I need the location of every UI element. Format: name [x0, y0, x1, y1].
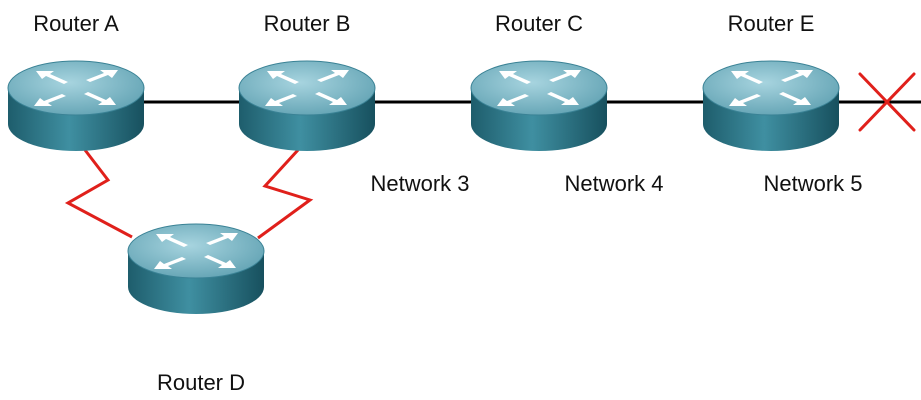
router-a-label: Router A: [33, 11, 119, 36]
router-a-icon: [7, 60, 145, 152]
router-e-icon: [702, 60, 840, 152]
router-e-label: Router E: [728, 11, 815, 36]
serial-links: [64, 148, 314, 240]
serial-link-router-b-router-d: [257, 148, 314, 240]
router-d-label: Router D: [157, 370, 245, 395]
router-c-label: Router C: [495, 11, 583, 36]
router-c-icon: [470, 60, 608, 152]
router-b-icon: [238, 60, 376, 152]
network-4-label: Network 4: [564, 171, 663, 196]
serial-link-router-a-router-d: [64, 149, 133, 239]
router-d-icon: [127, 223, 265, 315]
link-failure-x-icon: [858, 72, 916, 132]
router-b-label: Router B: [264, 11, 351, 36]
network-3-label: Network 3: [370, 171, 469, 196]
network-5-label: Network 5: [763, 171, 862, 196]
